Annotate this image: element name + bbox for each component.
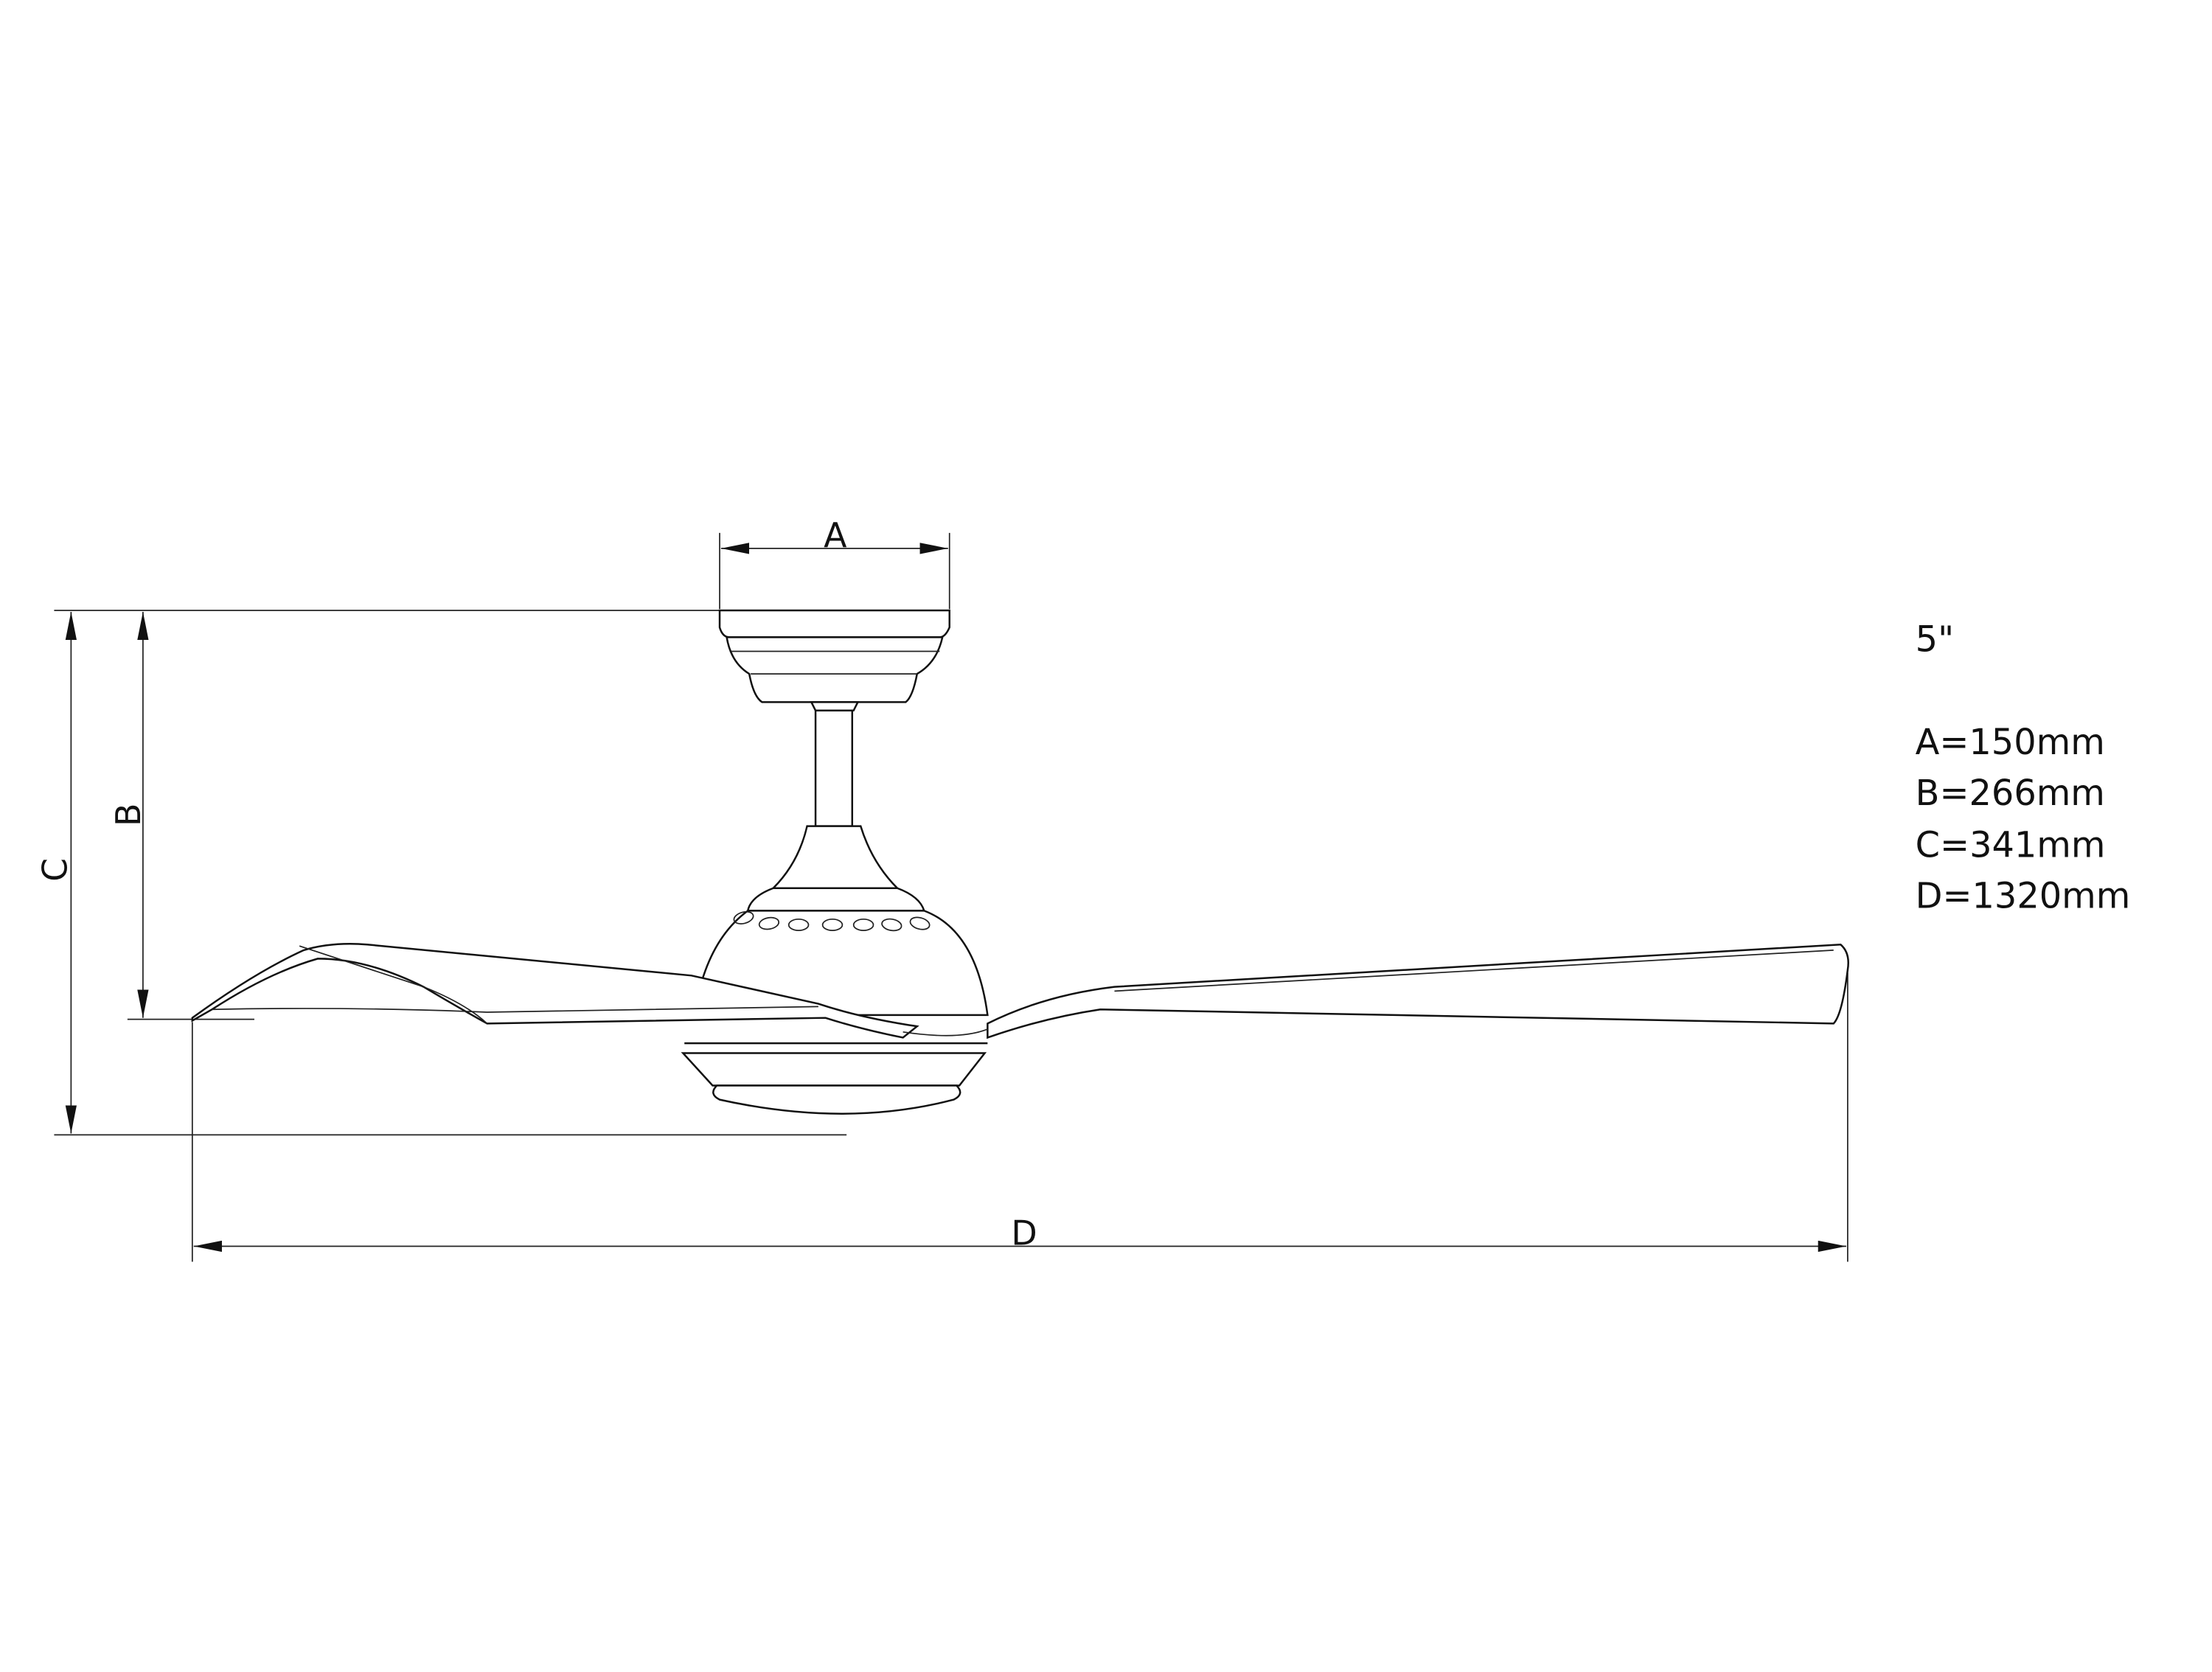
spec-b: B=266mm (1916, 773, 2105, 814)
blade-left (191, 943, 919, 1039)
label-c: C (35, 858, 75, 882)
blade-right (987, 943, 1849, 1039)
dimension-a: A (719, 515, 950, 610)
canopy (718, 609, 950, 703)
spec-block: 5" A=150mm B=266mm C=341mm D=1320mm (1916, 619, 2131, 916)
vent-holes (733, 910, 931, 932)
dimension-d: D (191, 972, 1848, 1262)
size-note: 5" (1916, 619, 1954, 660)
dimension-c: C (35, 611, 77, 1134)
spec-a: A=150mm (1916, 722, 2105, 763)
dimension-b: B (108, 611, 149, 1018)
downrod (814, 709, 854, 827)
spec-d: D=1320mm (1916, 877, 2131, 917)
motor-housing (693, 825, 989, 1017)
ceiling-fan (191, 609, 1849, 1115)
spec-c: C=341mm (1916, 826, 2106, 866)
light-kit (681, 1042, 988, 1115)
label-a: A (824, 515, 846, 555)
label-d: D (1011, 1213, 1037, 1253)
label-b: B (108, 804, 148, 826)
